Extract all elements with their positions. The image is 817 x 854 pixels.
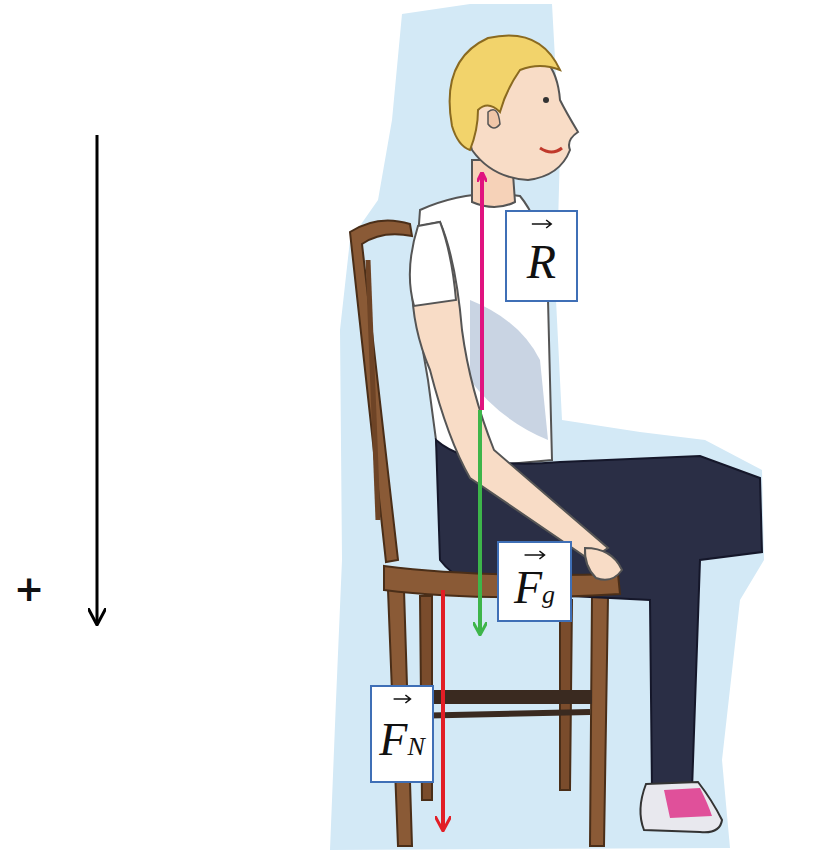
force-label-box: FN <box>370 685 434 783</box>
positive-direction-arrow <box>96 135 99 624</box>
force-symbol: R <box>527 238 556 286</box>
vector-arrow <box>372 693 432 705</box>
chair-back-rail <box>368 260 378 520</box>
hair <box>450 35 560 150</box>
chair-back <box>350 220 412 562</box>
force-symbol: Fg <box>514 565 555 611</box>
mouth <box>540 148 562 152</box>
eye <box>543 97 549 103</box>
background-cutout <box>330 4 764 850</box>
normal-force-arrow <box>441 590 445 830</box>
vector-arrow <box>507 218 576 230</box>
sleeve <box>410 222 456 306</box>
gravity-arrow <box>478 410 482 634</box>
pants <box>436 440 762 792</box>
sign-label: + <box>14 568 44 609</box>
force-label-box: R <box>505 210 578 302</box>
force-symbol: FN <box>379 717 424 763</box>
shoe <box>640 782 722 832</box>
shoe-stripe <box>664 788 712 818</box>
force-label-box: Fg <box>497 541 572 622</box>
ear <box>488 110 500 128</box>
hand <box>585 548 622 580</box>
reaction-arrow <box>480 174 484 410</box>
vector-arrow <box>499 549 570 561</box>
chair-leg <box>590 596 608 846</box>
